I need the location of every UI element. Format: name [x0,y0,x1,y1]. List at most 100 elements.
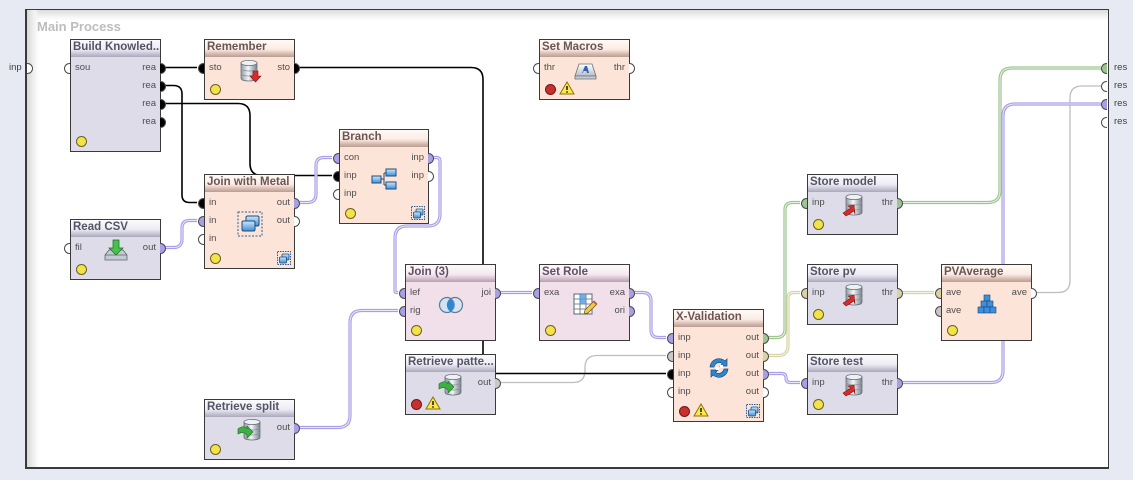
output-port-thr[interactable] [897,287,903,299]
output-port-exa[interactable] [629,287,635,299]
operator-title[interactable]: Branch [340,130,428,147]
subprocess-icon[interactable] [277,251,291,265]
input-port-in[interactable] [198,215,204,227]
input-port-inp[interactable] [667,368,673,380]
input-port-inp[interactable] [333,188,339,200]
input-port-inp[interactable] [667,350,673,362]
input-port-inp[interactable] [801,377,807,389]
output-port-out[interactable] [160,242,166,254]
process-output-port-res[interactable] [1101,80,1107,92]
connection-wire[interactable] [902,102,1101,385]
output-port-rea[interactable] [160,98,166,110]
input-port-inp[interactable] [801,287,807,299]
output-port-out[interactable] [495,377,501,389]
process-input-port-inp[interactable] [27,62,33,74]
output-port-inp[interactable] [428,152,434,164]
output-port-joi[interactable] [495,287,501,299]
connection-wire[interactable] [165,84,197,204]
output-port-out[interactable] [294,422,300,434]
operator-title[interactable]: Store pv [808,265,897,282]
input-port-inp[interactable] [667,386,673,398]
subprocess-icon[interactable] [411,206,425,220]
input-port-inp[interactable] [667,332,673,344]
warning-icon[interactable] [425,396,441,410]
wire-stroke[interactable] [165,84,197,204]
output-port-rea[interactable] [160,80,166,92]
subprocess-icon[interactable] [746,404,760,418]
operator-title[interactable]: Join (3) [406,265,495,282]
operator-title[interactable]: Store model [808,175,897,192]
operator-title[interactable]: PVAverage [942,265,1031,282]
output-port-out[interactable] [763,350,769,362]
operator-title[interactable]: Join with Metal [205,175,294,192]
connection-wire[interactable] [768,200,800,340]
connection-wire[interactable] [634,290,666,340]
input-port-lef[interactable] [399,287,405,299]
output-port-ori[interactable] [629,305,635,317]
output-port-rea[interactable] [160,62,166,74]
input-port-ave[interactable] [935,287,941,299]
input-port-exa[interactable] [533,287,539,299]
operator-title[interactable]: Read CSV [71,220,160,237]
output-port-out[interactable] [294,215,300,227]
output-port-out[interactable] [763,386,769,398]
wire-stroke[interactable] [500,354,666,384]
operator-retrieve-pattern[interactable]: Retrieve patte...out [405,354,501,415]
connection-wire[interactable] [165,218,197,250]
output-port-out[interactable] [294,197,300,209]
connection-wire[interactable] [393,155,442,295]
input-port-sto[interactable] [198,62,204,74]
input-port-sou[interactable] [64,62,70,74]
operator-title[interactable]: Retrieve patte... [406,355,495,372]
connection-wire[interactable] [299,155,332,205]
operator-title[interactable]: Build Knowled... [71,40,160,57]
input-port-con[interactable] [333,152,339,164]
operator-title[interactable]: Remember [205,40,294,57]
output-port-thr[interactable] [897,377,903,389]
input-port-rig[interactable] [399,305,405,317]
operator-title[interactable]: Set Role [540,265,629,282]
output-port-inp[interactable] [428,170,434,182]
process-output-port-res[interactable] [1101,62,1107,74]
operator-title[interactable]: X-Validation [674,310,763,327]
input-port-ave[interactable] [935,305,941,317]
connection-wire[interactable] [500,354,666,384]
operator-title[interactable]: Retrieve split [205,400,294,417]
input-port-inp[interactable] [333,170,339,182]
operator-title[interactable]: Set Macros [540,40,629,57]
input-port-in[interactable] [198,233,204,245]
connection-wire[interactable] [299,308,398,430]
output-port-rea[interactable] [160,116,166,128]
input-port-thr[interactable] [533,62,539,74]
wire-stroke[interactable] [1036,85,1101,294]
output-port-out[interactable] [763,332,769,344]
operator-title[interactable]: Store test [808,355,897,372]
connection-wire[interactable] [902,66,1101,205]
process-output-port-res[interactable] [1101,98,1107,110]
connection-wire[interactable] [768,290,800,358]
input-port-in[interactable] [198,197,204,209]
output-port-ave[interactable] [1031,287,1037,299]
warning-icon[interactable] [693,403,709,417]
connection-wire[interactable] [1036,85,1101,294]
output-port-out[interactable] [763,368,769,380]
input-port-inp[interactable] [801,197,807,209]
process-output-port-res[interactable] [1101,116,1107,128]
output-port-sto[interactable] [294,62,300,74]
warning-icon[interactable] [559,81,575,95]
connection-wire[interactable] [768,371,800,385]
output-port-thr[interactable] [629,62,635,74]
